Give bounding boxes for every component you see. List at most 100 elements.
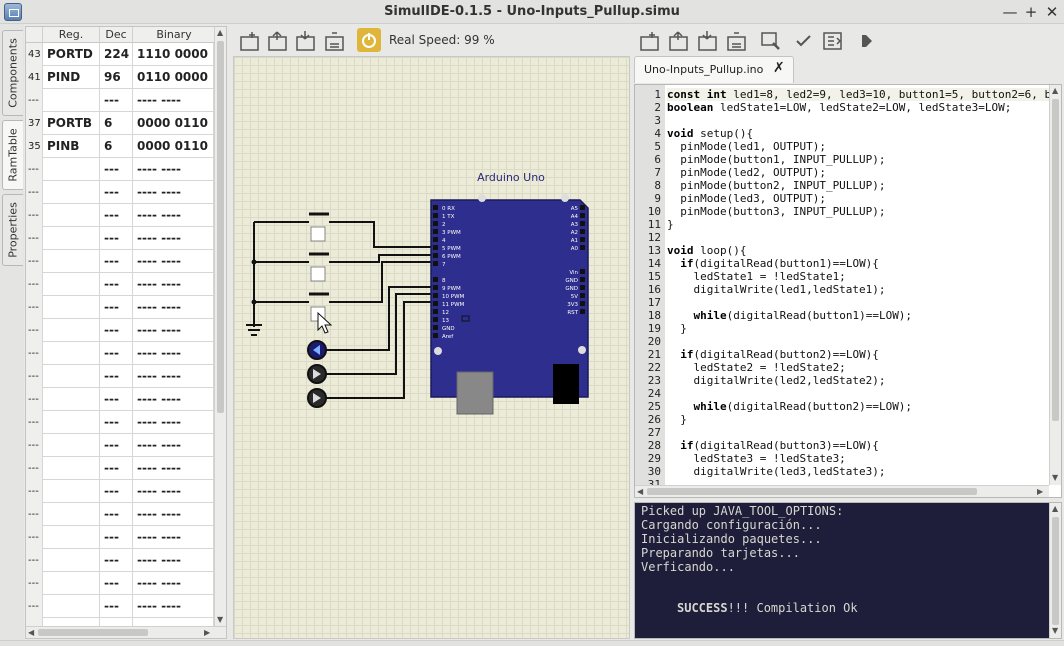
header-reg[interactable]: Reg. xyxy=(43,27,100,43)
table-row[interactable]: ---------- ---- xyxy=(26,572,214,595)
table-row[interactable]: ---------- ---- xyxy=(26,480,214,503)
scroll-down-icon[interactable]: ▼ xyxy=(1052,473,1059,482)
table-row[interactable]: ---------- ---- xyxy=(26,319,214,342)
line-number: 25 xyxy=(647,400,661,413)
editor-vertical-scrollbar[interactable]: ▲ ▼ xyxy=(1049,85,1061,485)
table-row[interactable]: ---------- ---- xyxy=(26,204,214,227)
scroll-left-icon[interactable]: ◀ xyxy=(637,487,644,496)
decimal-value: --- xyxy=(100,89,133,112)
window-title: SimulIDE-0.1.5 - Uno-Inputs_Pullup.simu xyxy=(384,4,680,19)
line-number: 7 xyxy=(654,166,661,179)
new-file-icon[interactable] xyxy=(638,29,662,53)
table-row[interactable]: ---------- ---- xyxy=(26,595,214,618)
ram-horizontal-scrollbar[interactable]: ◀ ▶ xyxy=(26,626,226,638)
table-row[interactable]: ---------- ---- xyxy=(26,457,214,480)
minimize-icon[interactable]: — xyxy=(1002,3,1018,21)
scroll-right-icon[interactable]: ▶ xyxy=(204,628,211,637)
tab-components[interactable]: Components xyxy=(2,30,23,116)
current-line-highlight xyxy=(667,88,1049,101)
scroll-up-icon[interactable]: ▲ xyxy=(1052,504,1059,513)
binary-value: ---- ---- xyxy=(133,434,214,457)
scroll-thumb[interactable] xyxy=(647,488,977,495)
header-dec[interactable]: Dec xyxy=(100,27,133,43)
console-vertical-scrollbar[interactable]: ▲ ▼ xyxy=(1049,503,1061,638)
code-text[interactable]: const int led1=8, led2=9, led3=10, butto… xyxy=(667,85,1049,485)
save-as-circuit-icon[interactable] xyxy=(323,29,347,53)
ram-vertical-scrollbar[interactable]: ▲ ▼ xyxy=(214,27,226,627)
scroll-up-icon[interactable]: ▲ xyxy=(217,28,224,37)
maximize-icon[interactable]: + xyxy=(1024,3,1038,21)
save-circuit-icon[interactable] xyxy=(294,29,318,53)
scroll-thumb[interactable] xyxy=(1052,99,1059,421)
table-row[interactable]: ---------- ---- xyxy=(26,296,214,319)
tab-properties[interactable]: Properties xyxy=(2,194,23,266)
scroll-thumb[interactable] xyxy=(217,41,224,413)
board-pin-label: 6 PWM xyxy=(442,254,461,260)
board-pin-label: A2 xyxy=(571,230,578,236)
decimal-value: --- xyxy=(100,595,133,618)
register-name xyxy=(43,250,100,273)
table-row[interactable]: ---------- ---- xyxy=(26,526,214,549)
table-row[interactable]: ---------- ---- xyxy=(26,503,214,526)
upload-icon[interactable] xyxy=(821,29,845,53)
editor-horizontal-scrollbar[interactable]: ◀ ▶ xyxy=(635,485,1049,497)
new-circuit-icon[interactable] xyxy=(238,29,262,53)
binary-value: ---- ---- xyxy=(133,411,214,434)
board-pin xyxy=(580,205,585,210)
editor-tab[interactable]: Uno-Inputs_Pullup.ino ✗ xyxy=(634,56,794,83)
scroll-up-icon[interactable]: ▲ xyxy=(1052,86,1059,95)
board-pin-label: GND xyxy=(565,278,578,284)
binary-value: ---- ---- xyxy=(133,158,214,181)
mouse-pointer xyxy=(317,311,333,334)
decimal-value: --- xyxy=(100,158,133,181)
tab-close-icon[interactable]: ✗ xyxy=(773,60,785,76)
scroll-thumb[interactable] xyxy=(1052,517,1059,625)
compile-check-icon[interactable] xyxy=(792,29,816,53)
register-name: PORTB xyxy=(43,112,100,135)
binary-value: ---- ---- xyxy=(133,365,214,388)
binary-value: ---- ---- xyxy=(133,181,214,204)
table-row[interactable]: ---------- ---- xyxy=(26,434,214,457)
table-row[interactable]: ---------- ---- xyxy=(26,158,214,181)
line-number: 18 xyxy=(647,309,661,322)
table-row[interactable]: ---------- ---- xyxy=(26,342,214,365)
scroll-down-icon[interactable]: ▼ xyxy=(217,615,224,624)
scroll-thumb[interactable] xyxy=(38,629,148,636)
table-row[interactable]: ---------- ---- xyxy=(26,411,214,434)
save-as-file-icon[interactable] xyxy=(725,29,749,53)
decimal-value: 6 xyxy=(100,135,133,158)
tab-ramtable[interactable]: RamTable xyxy=(2,120,23,190)
close-icon[interactable]: ✕ xyxy=(1045,3,1059,21)
row-address: --- xyxy=(26,526,43,549)
power-button[interactable] xyxy=(357,28,381,52)
status-bar xyxy=(0,640,1064,646)
row-address: --- xyxy=(26,365,43,388)
board-pin-label: 7 xyxy=(442,262,446,268)
table-row[interactable]: ---------- ---- xyxy=(26,227,214,250)
decimal-value: --- xyxy=(100,342,133,365)
table-row[interactable]: ---------- ---- xyxy=(26,250,214,273)
table-row[interactable]: ---------- ---- xyxy=(26,365,214,388)
decimal-value: --- xyxy=(100,526,133,549)
find-icon[interactable] xyxy=(759,29,783,53)
scroll-left-icon[interactable]: ◀ xyxy=(28,628,35,637)
table-row[interactable]: ---------- ---- xyxy=(26,273,214,296)
scroll-right-icon[interactable]: ▶ xyxy=(1037,487,1044,496)
save-file-icon[interactable] xyxy=(696,29,720,53)
open-circuit-icon[interactable] xyxy=(266,29,290,53)
table-row[interactable]: ---------- ---- xyxy=(26,549,214,572)
table-row[interactable]: ---------- ---- xyxy=(26,89,214,112)
scroll-down-icon[interactable]: ▼ xyxy=(1052,626,1059,635)
table-row[interactable]: ---------- ---- xyxy=(26,388,214,411)
table-row[interactable]: ---------- ---- xyxy=(26,181,214,204)
open-file-icon[interactable] xyxy=(667,29,691,53)
run-debug-icon[interactable] xyxy=(855,29,879,53)
header-binary[interactable]: Binary xyxy=(133,27,216,43)
